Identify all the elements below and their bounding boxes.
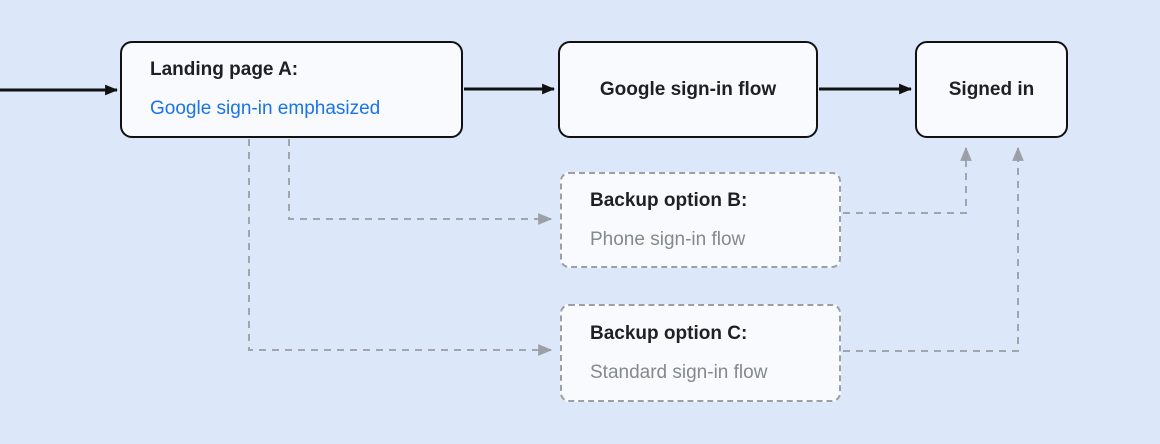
google-sign-in-flow-label: Google sign-in flow xyxy=(599,78,777,100)
node-backup-option-b: Backup option B: Phone sign-in flow xyxy=(560,172,841,268)
edge-landing-to-backup-c xyxy=(248,139,553,356)
edge-landing-to-backup-b xyxy=(288,139,553,225)
edge-backup-c-to-signed-in xyxy=(843,146,1024,352)
edge-backup-b-to-signed-in xyxy=(843,146,972,214)
landing-page-a-title: Landing page A: xyxy=(150,59,299,80)
node-landing-page-a: Landing page A: Google sign-in emphasize… xyxy=(120,41,463,138)
node-backup-option-c: Backup option C: Standard sign-in flow xyxy=(560,304,841,402)
backup-option-b-title: Backup option B: xyxy=(590,189,748,211)
signed-in-label: Signed in xyxy=(948,78,1035,100)
landing-page-a-subtitle: Google sign-in emphasized xyxy=(150,98,381,119)
node-google-sign-in-flow: Google sign-in flow xyxy=(558,41,818,138)
backup-option-b-subtitle: Phone sign-in flow xyxy=(590,228,746,250)
backup-option-c-subtitle: Standard sign-in flow xyxy=(590,361,768,383)
node-signed-in: Signed in xyxy=(915,41,1068,138)
backup-option-c-title: Backup option C: xyxy=(590,322,748,344)
